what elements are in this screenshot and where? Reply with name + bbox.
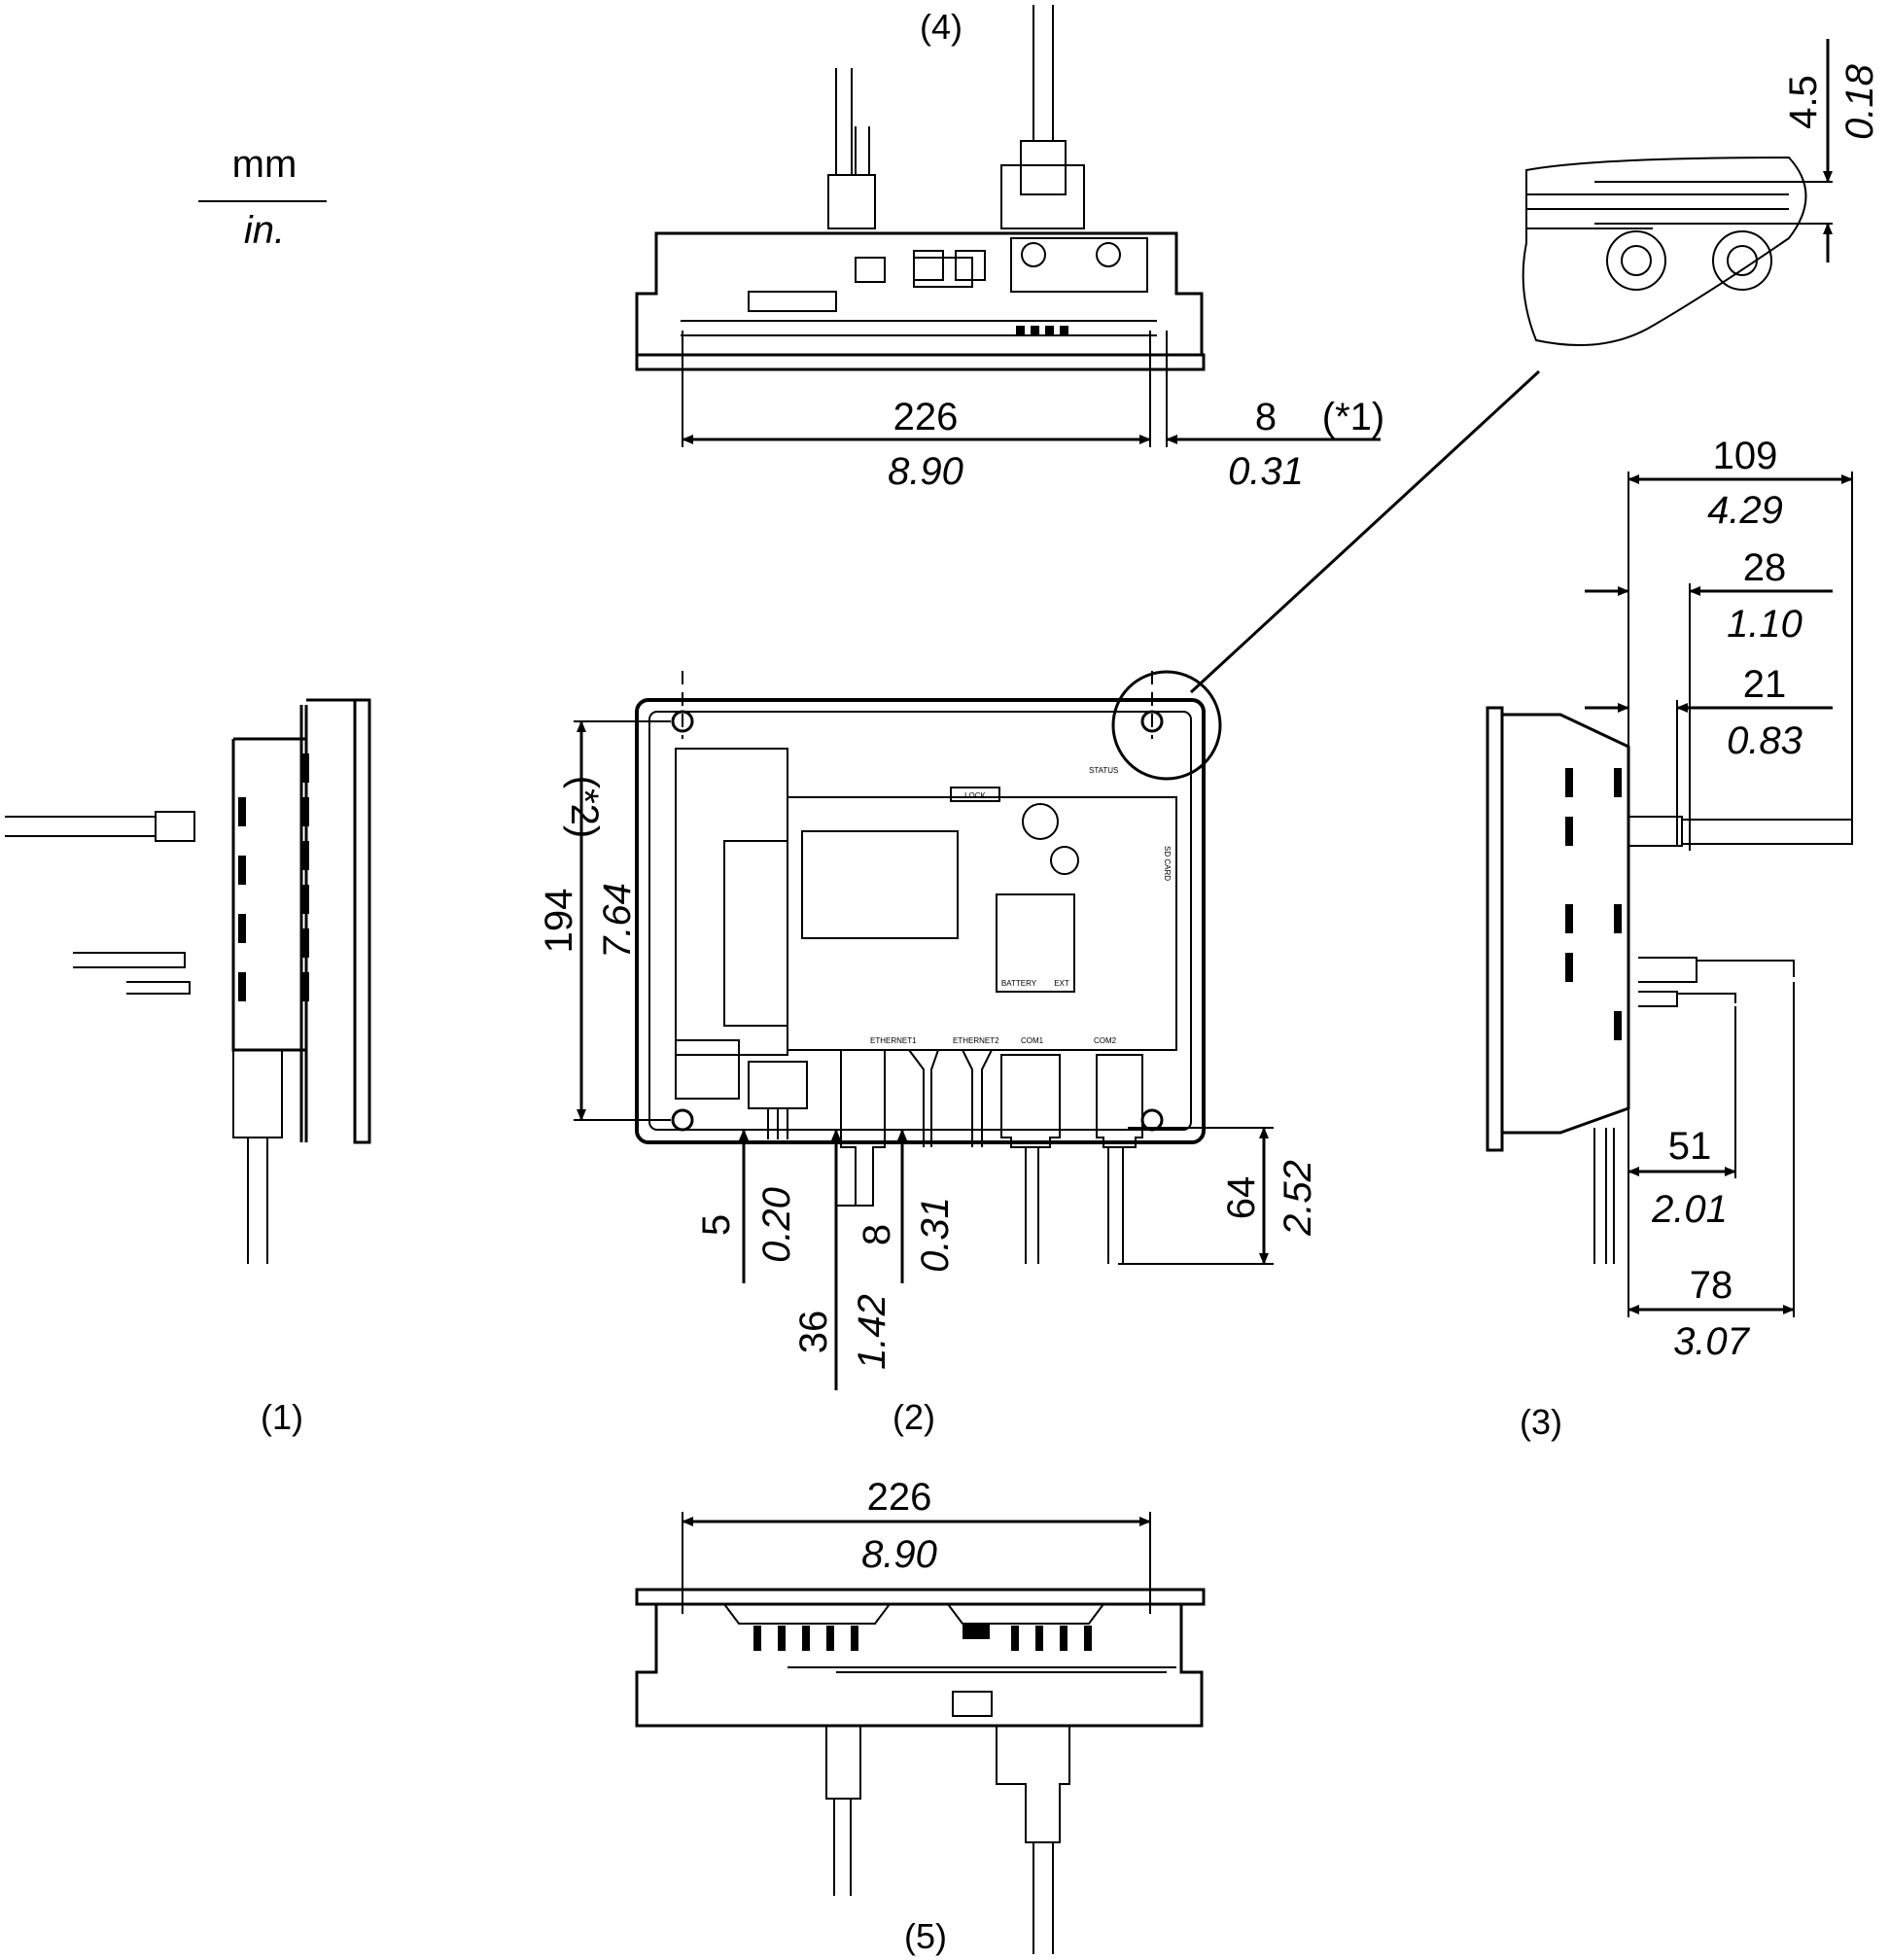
left-cables [5, 811, 195, 995]
dim-226-bottom-mm: 226 [867, 1476, 932, 1519]
detail-screw-2 [1712, 230, 1772, 291]
note-1: (*1) [1322, 396, 1384, 438]
dim-226-mm: 226 [893, 396, 959, 438]
top-connectors [681, 237, 1157, 336]
unit-mm: mm [232, 143, 298, 186]
dim-5-in: 0.20 [755, 1187, 798, 1263]
ext-label: EXT [1054, 979, 1069, 988]
battery-label: BATTERY [1001, 979, 1037, 988]
rear-cables-small [840, 1049, 993, 1207]
dim-78-in: 3.07 [1673, 1320, 1751, 1363]
bottom-details [723, 1603, 1176, 1717]
rear-left-panel [675, 748, 788, 1100]
status-label: STATUS [1089, 766, 1118, 775]
left-bezel [353, 698, 371, 1144]
dim-21-mm: 21 [1743, 663, 1787, 706]
power-connector [748, 1061, 808, 1139]
detail-outline [1522, 156, 1807, 346]
left-com-cable [232, 1049, 283, 1264]
dim-8-mm: 8 [1255, 396, 1277, 438]
dim-36-in: 1.42 [851, 1294, 893, 1370]
ethernet2-label: ETHERNET2 [953, 1036, 999, 1045]
dim-21-in: 0.83 [1727, 719, 1802, 762]
units-legend: mm in. [198, 143, 327, 252]
view-label-3: (3) [1520, 1402, 1562, 1442]
bottom-cables [825, 1725, 1070, 1954]
view-label-5: (5) [904, 1916, 947, 1956]
rear-knob [1050, 846, 1079, 875]
rear-inner-frame [648, 711, 1192, 1131]
rear-com-cables [1000, 1054, 1143, 1264]
rear-screw [1140, 710, 1164, 733]
view-label-2: (2) [892, 1397, 935, 1437]
dim-64-in: 2.52 [1277, 1160, 1319, 1237]
view-4-top: (4) 226 8.90 8 (*1) 0.31 [635, 5, 1384, 493]
rear-screw [671, 1108, 694, 1132]
ethernet1-label: ETHERNET1 [870, 1036, 917, 1045]
ethernet-cable-top [827, 68, 876, 229]
top-connector-squares [913, 242, 1121, 334]
dim-8-bottom-mm: 8 [856, 1224, 898, 1245]
dim-8-in: 0.31 [1228, 450, 1304, 493]
dim-64-mm: 64 [1220, 1176, 1263, 1220]
rear-outer-frame [635, 698, 1206, 1144]
dim-28-mm: 28 [1743, 546, 1787, 589]
detail-view: 4.5 0.18 [1189, 39, 1881, 694]
dim-226-bottom-in: 8.90 [861, 1533, 937, 1576]
dim-78-mm: 78 [1690, 1264, 1733, 1307]
detail-leader-line [1189, 369, 1541, 694]
dim-109-mm: 109 [1713, 435, 1778, 477]
com1-label: COM1 [1021, 1036, 1044, 1045]
view-3-right: (3) 109 4.29 28 1.10 21 0.83 [1486, 435, 1853, 1442]
view-1-left: (1) [5, 698, 371, 1437]
bottom-vents [753, 1624, 1092, 1651]
dim-4-5-mm: 4.5 [1782, 75, 1825, 129]
dim-51-mm: 51 [1668, 1125, 1712, 1168]
dim-109-in: 4.29 [1707, 489, 1783, 532]
lock-label: LOCK [964, 791, 986, 800]
dim-8-bottom-in: 0.31 [914, 1197, 957, 1273]
unit-in: in. [244, 209, 285, 252]
com-cable-top [1000, 5, 1085, 229]
battery-cover [996, 893, 1075, 993]
top-bezel [635, 353, 1206, 371]
right-body-outline [1502, 713, 1630, 1135]
detail-rails [1526, 193, 1789, 229]
detail-circle [1111, 670, 1222, 781]
left-vents [238, 753, 309, 1001]
dim-28-in: 1.10 [1727, 603, 1802, 646]
right-bezel [1486, 706, 1504, 1152]
bottom-body-outline [635, 1604, 1204, 1728]
dim-36-mm: 36 [792, 1311, 835, 1354]
dim-51-in: 2.01 [1651, 1188, 1728, 1231]
sd-card-label: SD CARD [1163, 846, 1172, 881]
note-2: (*2) [563, 776, 606, 838]
view-2-rear: (2) LOCK BATTERY EXT STATUS SD CARD ETHE… [538, 670, 1319, 1437]
dim-194-mm: 194 [538, 889, 580, 954]
view-label-1: (1) [261, 1397, 303, 1437]
dim-226-in: 8.90 [888, 450, 963, 493]
view-label-4: (4) [920, 7, 962, 47]
view-5-bottom: (5) 226 8.90 [635, 1476, 1206, 1956]
com2-label: COM2 [1094, 1036, 1117, 1045]
rear-center-panel [787, 796, 1177, 1051]
rear-screw [671, 710, 694, 733]
bottom-bezel [635, 1588, 1206, 1606]
detail-screw-1 [1606, 230, 1666, 291]
dim-5-mm: 5 [695, 1214, 738, 1236]
right-cables [1628, 816, 1853, 1007]
dim-4-5-in: 0.18 [1838, 63, 1881, 140]
right-bottom-cable [1593, 1128, 1615, 1264]
lock-box [950, 787, 1000, 802]
right-vents [1565, 768, 1622, 1040]
dim-194-in: 7.64 [596, 883, 639, 959]
rear-knob [1022, 803, 1059, 840]
